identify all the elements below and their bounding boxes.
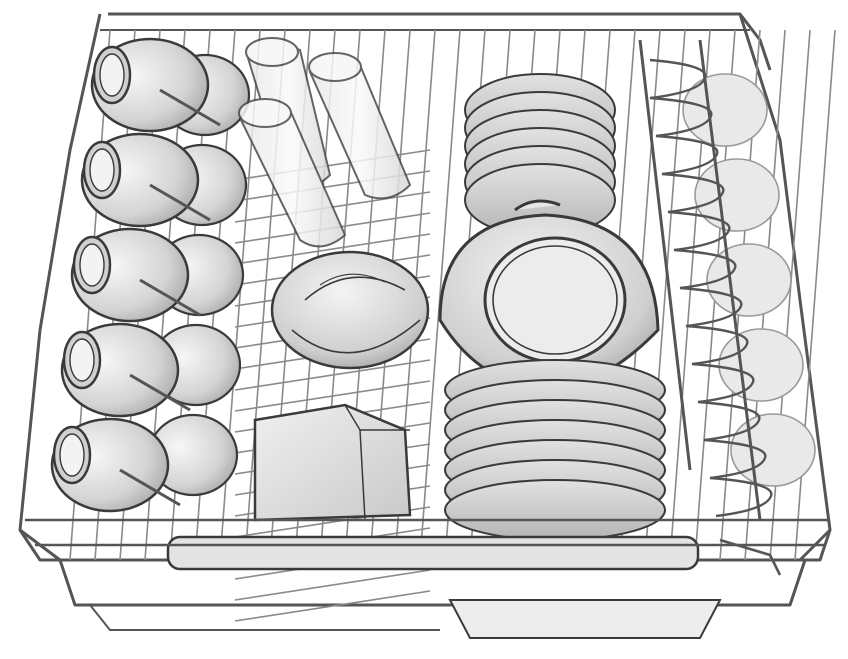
plate (444, 479, 666, 541)
dish-box (253, 403, 412, 522)
basket-front-wires (25, 518, 830, 576)
glass-right (718, 328, 804, 402)
glass-right (730, 413, 816, 487)
cup-front (60, 322, 191, 418)
tine-rack-right (638, 39, 773, 521)
plate-stack-bottom (444, 359, 666, 541)
glass-right (682, 73, 768, 147)
cup-front (80, 132, 211, 228)
cup-front (50, 417, 181, 513)
cups-left-front-row (50, 37, 221, 513)
cup-front (90, 37, 221, 133)
front-rail (166, 535, 722, 639)
cup-front (70, 227, 201, 323)
glass-3 (238, 98, 347, 248)
bowl-center (270, 250, 430, 370)
glasses-group (238, 37, 412, 248)
large-bowl (438, 199, 660, 390)
glass-2 (308, 52, 412, 200)
glass-right (694, 158, 780, 232)
plate-stack-top (464, 73, 616, 237)
